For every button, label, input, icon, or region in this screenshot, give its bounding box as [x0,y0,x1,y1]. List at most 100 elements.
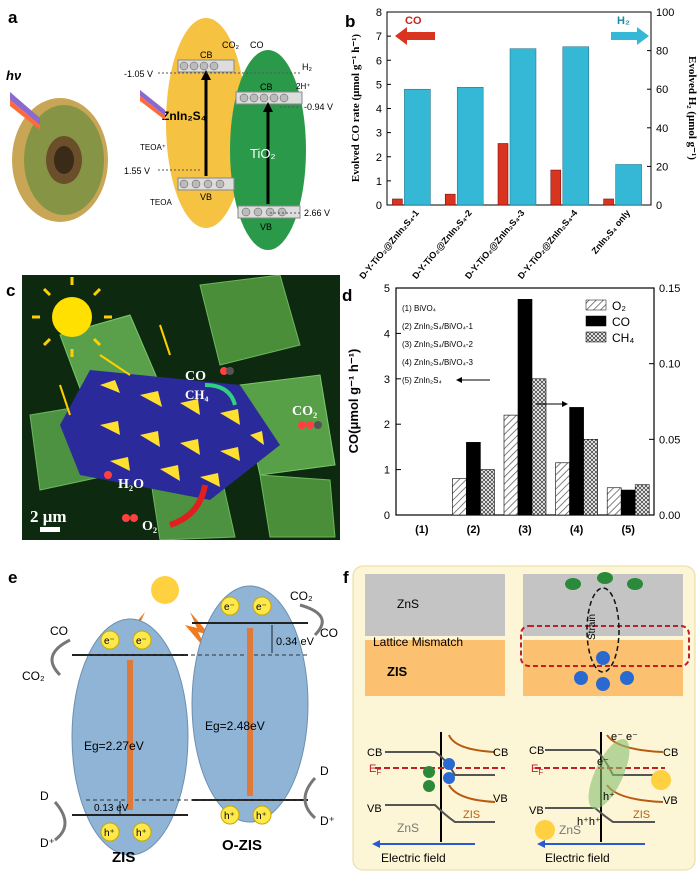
zis-r: ZIS [633,809,650,821]
co2-right-e: CO₂ [290,589,313,603]
chart-d-legend-label: CO [612,315,630,329]
cb-label-1: CB [200,50,213,60]
chart-b-ticklabel-right: 20 [656,161,668,173]
dplus-right-e: D⁺ [320,814,335,828]
co2-left-e: CO₂ [22,669,45,683]
strain-ellipse [586,587,620,673]
vb-label-2: VB [260,222,272,232]
sun-icon [52,297,92,337]
chart-d-ticklabel-right: 0.15 [659,283,680,295]
chart-d-ticklabel-left: 2 [384,419,390,431]
chart-d-bar [569,407,584,516]
chart-b-ticklabel-right: 40 [656,123,668,135]
chart-b-category-label: D-Y-TiO₂@ZnIn₂S₄-3 [463,208,527,281]
h1-r: h⁺ [603,791,615,803]
h2-arrow-label-b: H₂ [617,15,630,27]
panel-c-figure: CO CH₄ CO₂ H₂O O₂ 2 μm [22,274,340,541]
zns-top-label: ZnS [397,597,419,611]
chart-b-bar-h2 [615,164,642,206]
lattice-mismatch-label: Lattice Mismatch [373,635,463,649]
panel-e-label: e [8,568,18,587]
ozis-label-e: O-ZIS [222,837,262,854]
hole-4: h⁺ [256,811,267,822]
d-left-e: D [40,789,49,803]
d-right-e: D [320,764,329,778]
zis-lattice-left [365,640,505,696]
chart-d-legend-swatch [585,315,607,327]
chart-b-category-label: D-Y-TiO₂@ZnIn₂S₄-1 [357,208,421,281]
chart-d-category-label: (4) [570,524,584,536]
scale-bar-label: 2 μm [30,507,67,526]
chart-b-category-label: ZnIn₂S₄ only [590,208,633,256]
chart-d-arrowhead-left [456,377,462,383]
chart-b-ticklabel-left: 8 [376,7,382,19]
charge-ellipse [588,739,630,809]
chart-d-bar [480,469,495,516]
chart-d: CO(μmol g⁻¹ h⁻¹) (1) BiVO₄ (2) ZnIn₂S₄/B… [346,283,680,536]
chart-d-ticklabel-left: 3 [384,374,390,386]
hole-2: h⁺ [136,828,147,839]
chart-d-ticklabel-right: 0.00 [659,510,680,522]
electron-2: e⁻ [136,636,147,647]
chart-b-ticklabel-left: 6 [376,55,382,67]
chart-d-legend-swatch [585,331,607,343]
chart-b-ticklabel-left: 3 [376,128,382,140]
co-text-c: CO [185,369,206,384]
panel-c: CO CH₄ CO₂ H₂O O₂ 2 μm c [0,274,340,541]
chart-d-ticklabel-left: 1 [384,465,390,477]
level-155: 1.55 V [124,166,150,176]
chart-d-category-label: (1) [415,524,429,536]
chart-d-bar [503,414,519,516]
chart-d-bar [634,484,650,516]
teoa-text: TEOA [150,198,172,207]
panel-f: f ZnS Lattice Mismatch ZIS Strain [343,560,700,873]
chart-d-bar [620,489,636,516]
interface-box [520,625,690,667]
chart-d-bar [531,378,547,516]
chart-d-ticklabel-left: 0 [384,510,390,522]
ef-r: EF [531,763,543,777]
chart-d-bar [555,462,570,516]
zis-label-e: ZIS [112,849,135,866]
cb-l1: CB [367,747,382,759]
panel-c-label: c [6,281,16,300]
chart-b-ticklabel-right: 60 [656,84,668,96]
lightning-icon-right [185,612,210,652]
chart-d-ylabel: CO(μmol g⁻¹ h⁻¹) [346,349,361,454]
chart-d-bar [606,487,622,516]
panel-a-label: a [8,8,18,27]
co-right-e: CO [320,626,338,640]
chart-b-bar-h2 [456,87,484,206]
panel-d-label: d [342,286,353,305]
chart-d-item-3: (3) ZnIn₂S₄/BiVO₄-2 [402,340,474,349]
h2-text-a: H₂ [302,62,312,72]
co-arrow-label-b: CO [405,15,422,27]
ef-l: EF [369,763,381,777]
panel-a: a hν CB VB CB VB [0,0,345,250]
chart-b-bar-co [392,198,403,206]
electron-3: e⁻ [224,602,235,613]
eg-ozis: Eg=2.48eV [205,719,265,733]
chart-b-ticklabel-left: 5 [376,79,382,91]
zns-l: ZnS [397,821,419,835]
co-left-e: CO [50,624,68,638]
chart-d-item-4: (4) ZnIn₂S₄/BiVO₄-3 [402,358,474,367]
chart-d-ticklabel-right: 0.10 [659,359,680,371]
electron-4: e⁻ [256,602,267,613]
panel-a-figure: hν CB VB CB VB -1.05 V 1.55 V [6,18,333,250]
hh-r: h⁺h⁺ [577,816,601,828]
co2-text-c: CO₂ [292,404,317,419]
delta-013: 0.13 eV [94,803,129,814]
panel-b-label: b [345,12,356,31]
panel-e: e e⁻ e⁻ e⁻ e⁻ h⁺ h⁺ h⁺ h⁺ Eg=2.27eV Eg=2… [0,560,345,873]
2hplus-text-a: 2H⁺ [296,82,310,91]
chart-b-ticklabel-left: 1 [376,176,382,188]
chart-d-category-label: (2) [467,524,481,536]
vb-l2: VB [367,803,382,815]
chart-d-ticklabel-left: 4 [384,328,390,340]
hv-text: hν [6,68,22,83]
chart-d-legend-label: CH₄ [612,331,634,345]
chart-b-ticklabel-right: 100 [656,7,674,19]
dplus-left-e: D⁺ [40,836,55,850]
znin2s4-text: ZnIn₂S₄ [162,109,207,123]
